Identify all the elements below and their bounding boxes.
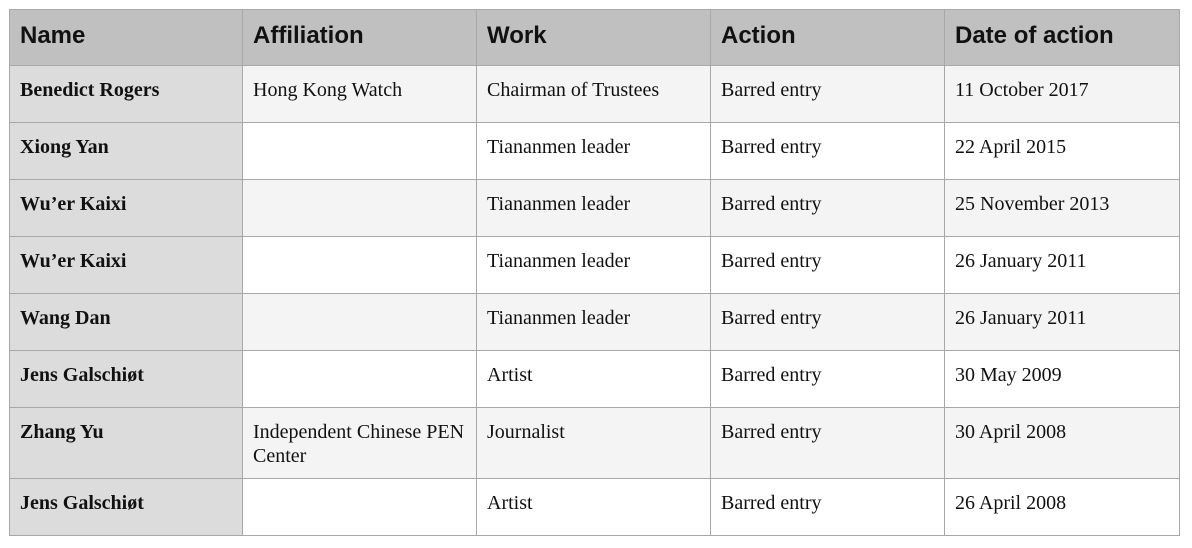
cell-name: Benedict Rogers — [9, 65, 243, 123]
table-body: Benedict Rogers Hong Kong Watch Chairman… — [9, 65, 1180, 536]
table-row: Jens Galschiøt Artist Barred entry 26 Ap… — [9, 478, 1180, 536]
cell-name: Jens Galschiøt — [9, 350, 243, 408]
header-row: Name Affiliation Work Action Date of act… — [9, 9, 1180, 66]
table-row: Xiong Yan Tiananmen leader Barred entry … — [9, 122, 1180, 180]
header-action: Action — [710, 9, 945, 66]
table-row: Wu’er Kaixi Tiananmen leader Barred entr… — [9, 236, 1180, 294]
cell-affiliation — [242, 122, 477, 180]
barred-entry-table: Name Affiliation Work Action Date of act… — [9, 9, 1180, 536]
cell-date: 26 April 2008 — [944, 478, 1180, 536]
cell-date: 22 April 2015 — [944, 122, 1180, 180]
cell-affiliation — [242, 236, 477, 294]
header-affiliation: Affiliation — [242, 9, 477, 66]
cell-work: Tiananmen leader — [476, 179, 711, 237]
table-row: Jens Galschiøt Artist Barred entry 30 Ma… — [9, 350, 1180, 408]
cell-name: Wang Dan — [9, 293, 243, 351]
cell-action: Barred entry — [710, 236, 945, 294]
cell-date: 11 October 2017 — [944, 65, 1180, 123]
cell-affiliation — [242, 478, 477, 536]
cell-date: 26 January 2011 — [944, 236, 1180, 294]
cell-name: Wu’er Kaixi — [9, 179, 243, 237]
cell-name: Zhang Yu — [9, 407, 243, 479]
cell-action: Barred entry — [710, 478, 945, 536]
cell-work: Journalist — [476, 407, 711, 479]
cell-work: Artist — [476, 478, 711, 536]
cell-name: Jens Galschiøt — [9, 478, 243, 536]
cell-name: Wu’er Kaixi — [9, 236, 243, 294]
cell-date: 30 April 2008 — [944, 407, 1180, 479]
table-row: Zhang Yu Independent Chinese PEN Center … — [9, 407, 1180, 479]
cell-action: Barred entry — [710, 350, 945, 408]
cell-affiliation — [242, 179, 477, 237]
cell-work: Tiananmen leader — [476, 122, 711, 180]
cell-action: Barred entry — [710, 122, 945, 180]
table-row: Wang Dan Tiananmen leader Barred entry 2… — [9, 293, 1180, 351]
cell-date: 26 January 2011 — [944, 293, 1180, 351]
table-row: Benedict Rogers Hong Kong Watch Chairman… — [9, 65, 1180, 123]
data-table-container: Name Affiliation Work Action Date of act… — [9, 9, 1180, 536]
cell-affiliation — [242, 293, 477, 351]
cell-date: 25 November 2013 — [944, 179, 1180, 237]
table-row: Wu’er Kaixi Tiananmen leader Barred entr… — [9, 179, 1180, 237]
header-name: Name — [9, 9, 243, 66]
cell-name: Xiong Yan — [9, 122, 243, 180]
cell-work: Tiananmen leader — [476, 236, 711, 294]
cell-action: Barred entry — [710, 293, 945, 351]
cell-action: Barred entry — [710, 179, 945, 237]
cell-work: Tiananmen leader — [476, 293, 711, 351]
cell-action: Barred entry — [710, 65, 945, 123]
cell-date: 30 May 2009 — [944, 350, 1180, 408]
cell-affiliation — [242, 350, 477, 408]
table-header: Name Affiliation Work Action Date of act… — [9, 9, 1180, 66]
header-date-of-action: Date of action — [944, 9, 1180, 66]
cell-work: Artist — [476, 350, 711, 408]
cell-work: Chairman of Trustees — [476, 65, 711, 123]
header-work: Work — [476, 9, 711, 66]
cell-affiliation: Independent Chinese PEN Center — [242, 407, 477, 479]
cell-affiliation: Hong Kong Watch — [242, 65, 477, 123]
cell-action: Barred entry — [710, 407, 945, 479]
